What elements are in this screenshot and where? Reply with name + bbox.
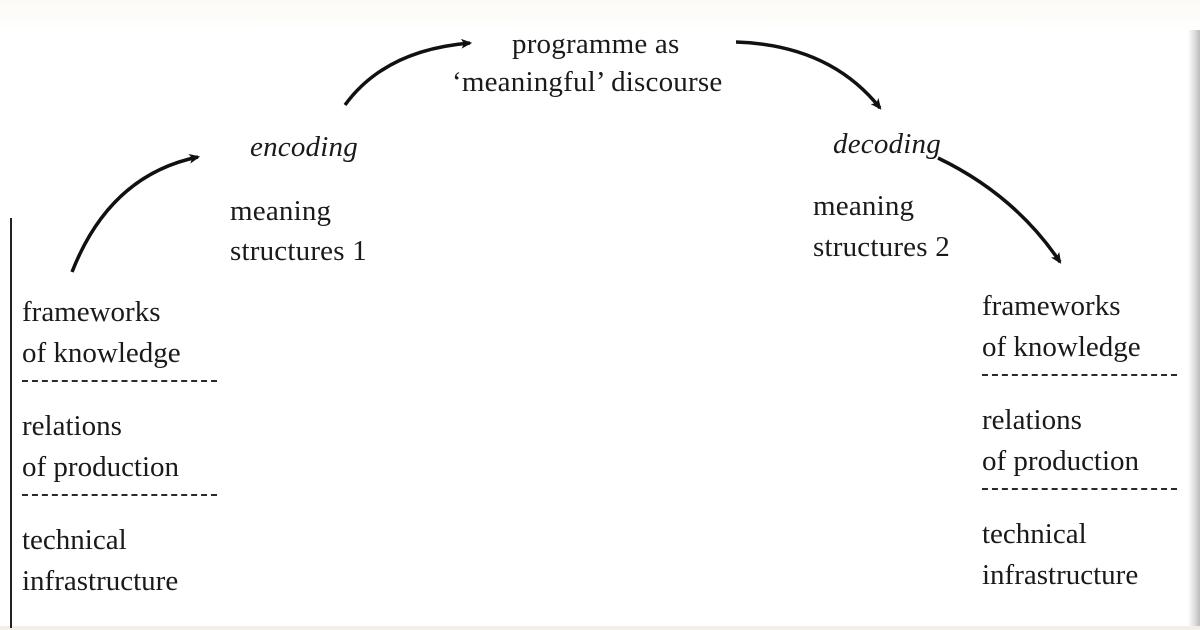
meaning-structures-1-line1: meaning bbox=[230, 195, 332, 227]
right-relations-line1: relations bbox=[982, 404, 1082, 436]
encoding-label: encoding bbox=[250, 131, 358, 163]
right-stack: frameworks of knowledge relations of pro… bbox=[982, 286, 1177, 596]
left-technical-line1: technical bbox=[22, 524, 127, 556]
right-divider-2 bbox=[982, 488, 1177, 504]
arrow-to-programme-icon bbox=[343, 38, 473, 107]
left-relations-line2: of production bbox=[22, 451, 180, 483]
left-technical-line2: infrastructure bbox=[22, 565, 179, 597]
page-bottom-edge bbox=[0, 626, 1200, 630]
left-stack: frameworks of knowledge relations of pro… bbox=[22, 292, 217, 602]
left-frameworks-line2: of knowledge bbox=[22, 337, 181, 369]
arrow-to-decoding-icon bbox=[735, 40, 882, 110]
meaning-structures-1-line2: structures 1 bbox=[230, 235, 367, 267]
meaning-structures-2-line2: structures 2 bbox=[813, 231, 950, 263]
programme-label-line2: ‘meaningful’ discourse bbox=[452, 66, 723, 98]
arrow-to-right-stack-icon bbox=[937, 156, 1062, 264]
programme-label-line1: programme as bbox=[512, 28, 680, 60]
meaning-structures-2-line1: meaning bbox=[813, 190, 915, 222]
right-relations-line2: of production bbox=[982, 445, 1140, 477]
right-technical-line2: infrastructure bbox=[982, 559, 1139, 591]
left-frameworks-line1: frameworks bbox=[22, 296, 161, 328]
right-frameworks-line2: of knowledge bbox=[982, 331, 1141, 363]
left-stack-bracket bbox=[10, 218, 12, 628]
left-divider-2 bbox=[22, 494, 217, 510]
right-technical-line1: technical bbox=[982, 518, 1087, 550]
left-relations-line1: relations bbox=[22, 410, 122, 442]
decoding-label: decoding bbox=[833, 128, 941, 160]
page-edge-shadow bbox=[1188, 30, 1200, 630]
left-divider-1 bbox=[22, 380, 217, 396]
right-frameworks-line1: frameworks bbox=[982, 290, 1121, 322]
right-divider-1 bbox=[982, 374, 1177, 390]
arrow-to-encoding-icon bbox=[70, 153, 201, 273]
